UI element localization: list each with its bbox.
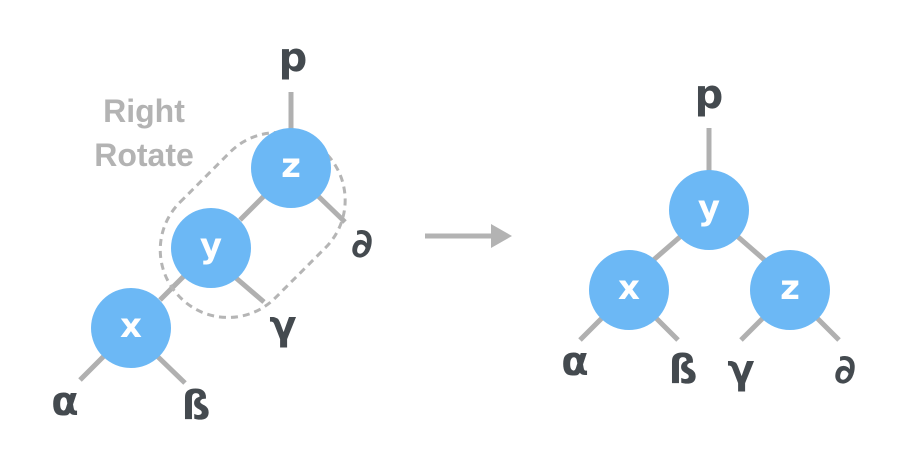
node-z (251, 128, 331, 208)
subtree-delta: ∂ (834, 347, 856, 393)
transform-arrow (425, 224, 512, 248)
subtree-beta: ß (669, 347, 698, 393)
parent-label: p (695, 72, 724, 118)
edge-y-z (735, 234, 770, 265)
parent-label: p (279, 35, 308, 81)
subtree-gamma: γ (269, 303, 296, 349)
before-tree: z y x p ∂ γ α ß Right Rotate (51, 35, 373, 429)
edge-z-delta (815, 316, 841, 342)
edge-x-beta (654, 316, 680, 342)
node-y (171, 208, 251, 288)
subtree-delta: ∂ (351, 221, 373, 267)
caption-line1: Right (103, 93, 185, 129)
edge-x-beta (154, 353, 187, 385)
edge-y-gamma (234, 276, 266, 304)
node-x-label: x (120, 306, 142, 346)
edge-y-x (648, 234, 683, 265)
node-y-label: y (698, 188, 720, 228)
node-z (750, 250, 830, 330)
subtree-gamma: γ (727, 347, 754, 393)
node-y-label: y (200, 226, 222, 266)
caption-line2: Rotate (94, 137, 194, 173)
node-z-label: z (780, 268, 800, 308)
subtree-alpha: α (561, 339, 588, 385)
subtree-alpha: α (51, 379, 78, 425)
rotation-outline (158, 131, 347, 319)
edge-z-y (238, 193, 267, 222)
subtree-beta: ß (182, 383, 211, 429)
node-y (669, 170, 749, 250)
node-z-label: z (281, 146, 301, 186)
node-x (91, 288, 171, 368)
node-x (589, 250, 669, 330)
node-x-label: x (618, 268, 640, 308)
after-tree: y x z p α ß γ ∂ (561, 72, 856, 393)
edge-z-gamma (739, 316, 765, 342)
edge-z-delta (315, 193, 347, 224)
edge-x-alpha (78, 353, 107, 382)
arrow-head (491, 224, 512, 248)
edge-x-alpha (578, 316, 604, 342)
